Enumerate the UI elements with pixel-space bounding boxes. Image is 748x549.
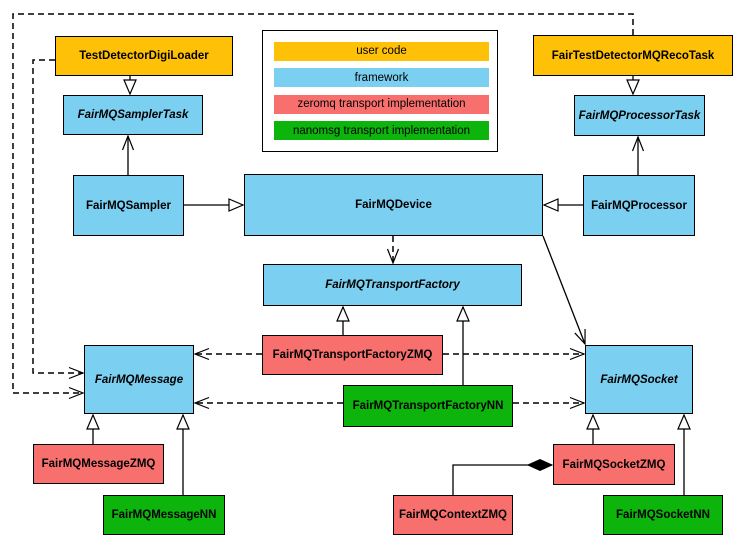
edge-dependency-fairtestdetectormqrecotask-fairmqmessage: [12, 13, 634, 400]
node-fairmqsamplertask: FairMQSamplerTask: [63, 95, 203, 135]
edge-dependency-testdetectordigiloader-fairmqmessage: [32, 59, 85, 380]
node-fairmqprocessor: FairMQProcessor: [583, 175, 695, 236]
node-fairmqsocket: FairMQSocket: [585, 345, 693, 414]
node-fairmqprocessortask: FairMQProcessorTask: [574, 95, 705, 136]
node-fairmqtransportfactory: FairMQTransportFactory: [263, 264, 522, 306]
node-fairmqsocketzmq: FairMQSocketZMQ: [553, 444, 675, 485]
node-fairmqmessagenn: FairMQMessageNN: [103, 495, 225, 535]
node-fairmqmessagezmq: FairMQMessageZMQ: [33, 444, 164, 484]
node-testdetectordigiloader: TestDetectorDigiLoader: [55, 36, 233, 76]
legend-item-framework: framework: [274, 68, 489, 88]
node-fairmqcontextzmq: FairMQContextZMQ: [393, 495, 513, 535]
node-fairmqtransportfactorynn: FairMQTransportFactoryNN: [343, 385, 513, 427]
node-fairmqsocketnn: FairMQSocketNN: [603, 495, 723, 535]
legend-item-zeromq: zeromq transport implementation: [274, 94, 489, 114]
legend-item-nanomsg: nanomsg transport implementation: [274, 121, 489, 141]
legend: user code framework zeromq transport imp…: [262, 30, 498, 152]
edge-composition-fairmqcontextzmq-fairmqsocketzmq: [452, 465, 552, 495]
legend-item-user-code: user code: [274, 41, 489, 61]
node-fairmqtransportfactoryzmq: FairMQTransportFactoryZMQ: [262, 335, 443, 375]
node-fairmqdevice: FairMQDevice: [244, 174, 543, 236]
edge-association-fairmqdevice-fairmqsocket: [542, 235, 586, 346]
node-fairmqsampler: FairMQSampler: [73, 175, 184, 236]
node-fairmqmessage: FairMQMessage: [84, 345, 194, 414]
node-fairtestdetectormqrecotask: FairTestDetectorMQRecoTask: [533, 35, 733, 76]
